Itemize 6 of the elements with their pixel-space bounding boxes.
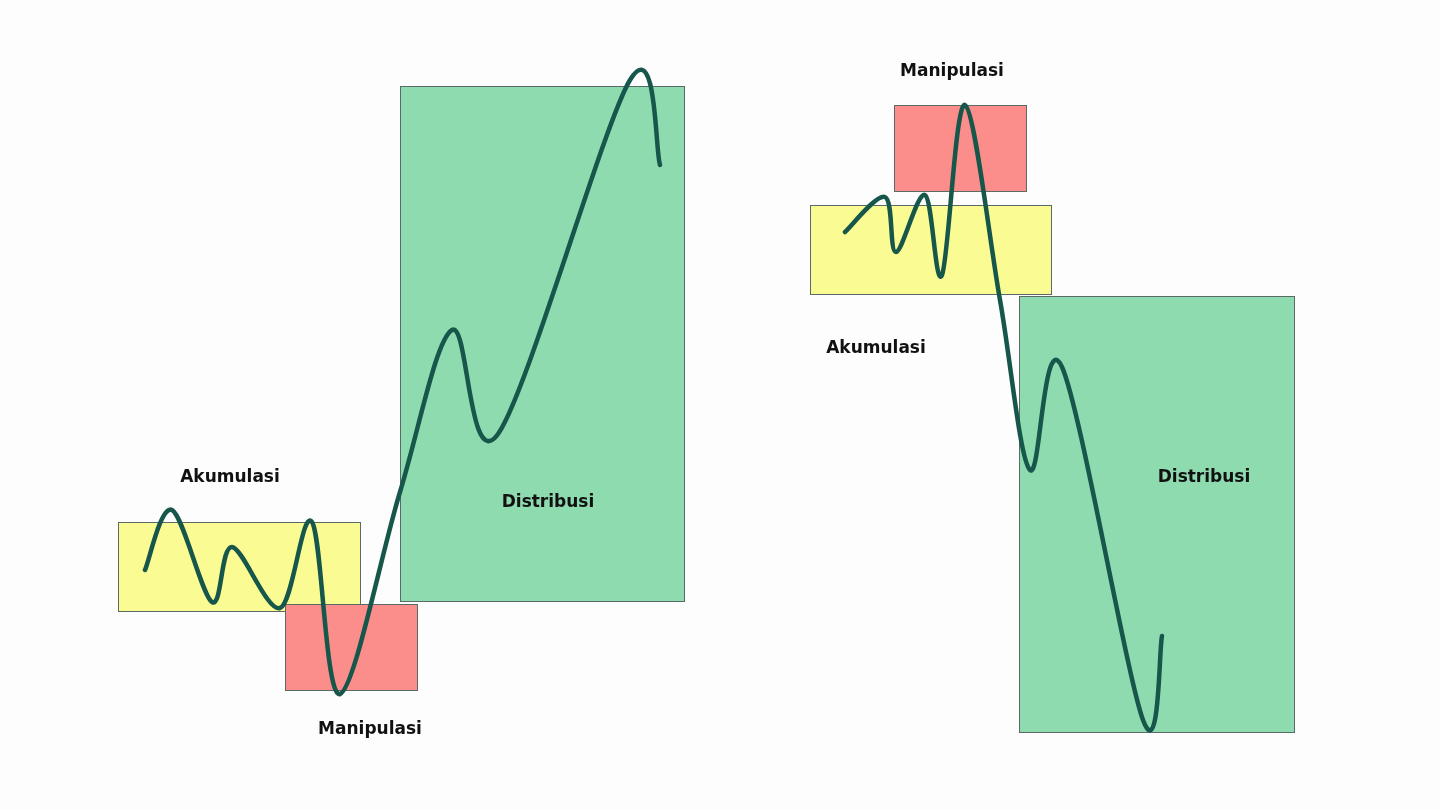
zone-label: Manipulasi <box>900 60 1004 80</box>
zone-label: Distribusi <box>1157 466 1251 486</box>
zone-label: Akumulasi <box>826 337 926 357</box>
zone-label: Distribusi <box>501 491 595 511</box>
zone-label: Manipulasi <box>318 718 422 738</box>
zone-label: Akumulasi <box>180 466 280 486</box>
